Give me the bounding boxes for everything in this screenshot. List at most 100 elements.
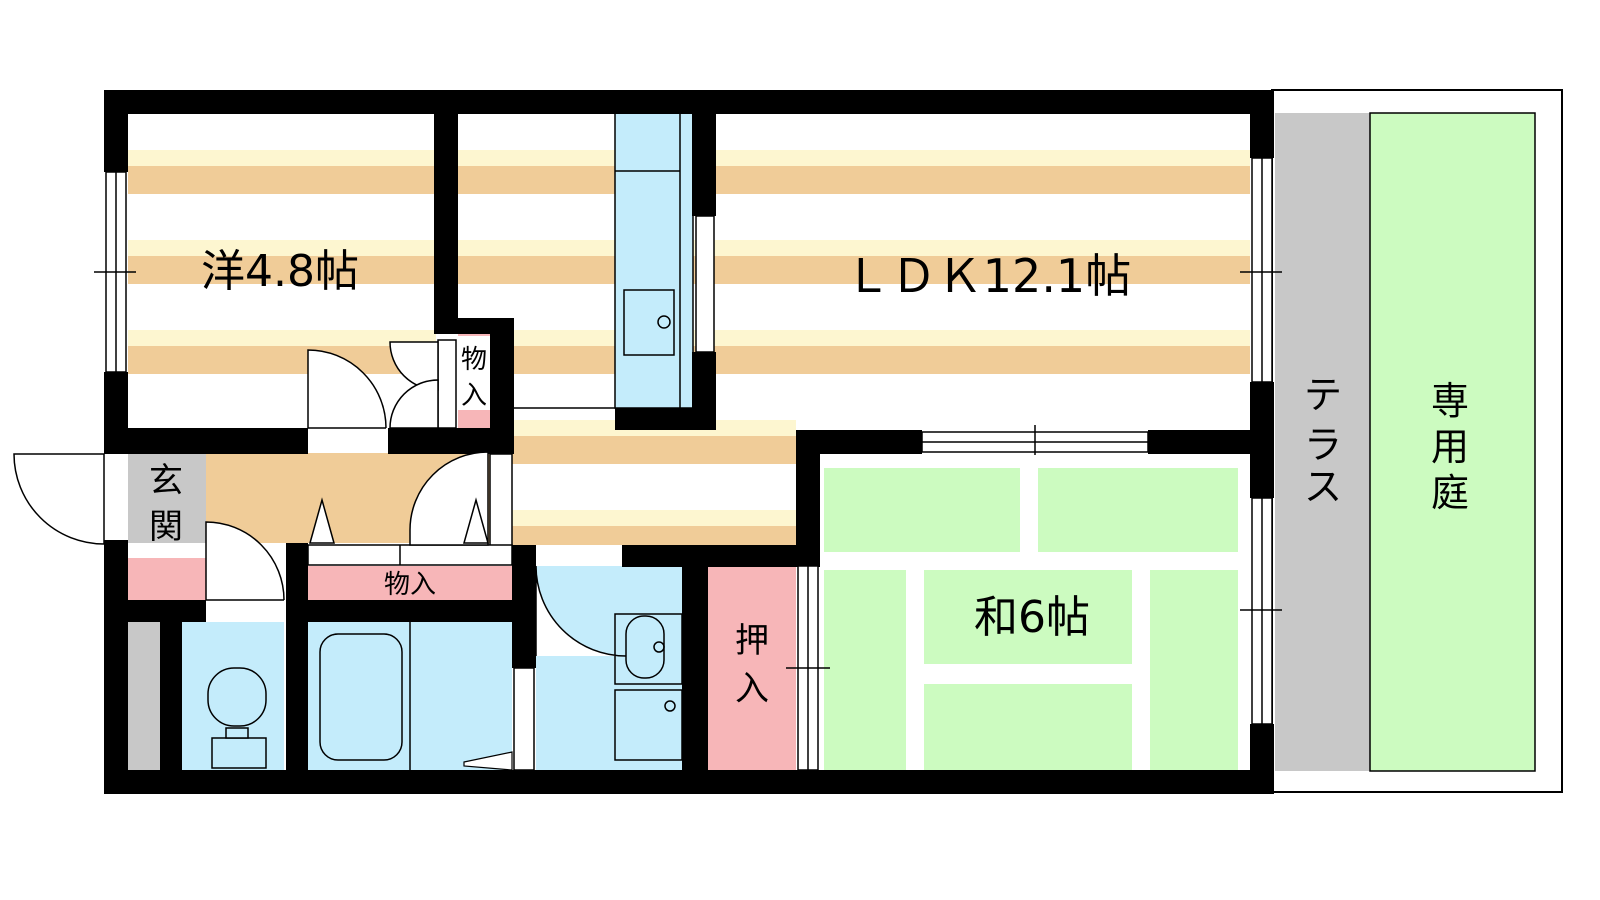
- wood-stripe: [128, 166, 436, 194]
- wall-western-ldk: [434, 90, 458, 318]
- shoe-cabinet: [128, 558, 206, 600]
- wood-stripe: [128, 194, 436, 240]
- wall-right: [1250, 382, 1274, 498]
- step-marker-icon: [463, 497, 489, 544]
- terrace-label-3: ス: [1304, 465, 1342, 509]
- genkan-label-2: 関: [149, 507, 183, 547]
- terrace: [1275, 113, 1370, 771]
- wall-wash-left: [512, 545, 536, 668]
- tatami-mat: [924, 570, 1132, 664]
- wall-toilet-top: [128, 600, 206, 622]
- wall-bath-top: [286, 543, 308, 557]
- oshiire: [708, 566, 796, 770]
- wall-toilet-left: [160, 600, 182, 773]
- wood-stripe: [128, 330, 436, 346]
- wall-right: [1250, 90, 1274, 158]
- wood-stripe: [458, 330, 1250, 346]
- tatami-mat: [1150, 570, 1238, 770]
- wood-stripe: [128, 284, 436, 330]
- storage-top-door: [437, 339, 457, 429]
- wood-stripe: [458, 256, 1250, 284]
- tatami-mat: [1038, 468, 1238, 552]
- storage-sliding: [307, 544, 513, 566]
- genkan-label-1: 玄: [149, 461, 183, 501]
- wall-kitchen: [692, 90, 716, 216]
- japanese-room-label: 和6帖: [974, 592, 1090, 643]
- terrace-label-2: ラ: [1304, 423, 1342, 467]
- tatami-mat: [824, 468, 1020, 552]
- storage-top-area: [458, 318, 490, 428]
- toilet-bowl: [207, 667, 267, 727]
- storage-top-label-2: 入: [461, 381, 487, 411]
- garden-label-3: 庭: [1431, 471, 1469, 515]
- wall-right: [1250, 724, 1274, 794]
- wall-left: [104, 90, 128, 172]
- wood-stripe: [128, 256, 436, 284]
- toilet-icon: [207, 667, 267, 769]
- wall-western-bottom: [388, 428, 514, 454]
- wall-top: [104, 90, 1274, 114]
- wall-washitsu-top: [1148, 430, 1250, 454]
- tatami-room: [820, 453, 1250, 770]
- walls: [104, 90, 1274, 794]
- wall-left: [104, 540, 128, 794]
- wash-door-icon: [535, 565, 627, 657]
- washbasin-icon: [614, 613, 683, 761]
- entrance-door-icon: [13, 453, 105, 545]
- private-garden: [1369, 112, 1536, 772]
- wood-stripe: [512, 510, 796, 526]
- washing-machine-icon: [614, 689, 683, 761]
- wall-bath-top: [308, 600, 536, 622]
- storage-door-icon: [389, 379, 439, 429]
- wood-stripe: [128, 150, 436, 166]
- wood-stripe: [128, 240, 436, 256]
- bathtub-icon: [319, 622, 513, 771]
- window-kitchen: [695, 215, 715, 353]
- toilet-tank: [211, 737, 267, 769]
- genkan-tile: [128, 453, 206, 543]
- basin: [625, 615, 665, 679]
- storage-top-cap: [458, 410, 490, 428]
- garden-label-1: 専: [1431, 379, 1469, 423]
- wall-western-bottom: [104, 428, 308, 454]
- storage-mid: [308, 566, 512, 600]
- doors: [13, 341, 627, 657]
- counter-top: [614, 112, 694, 409]
- wall-washitsu-left: [796, 430, 820, 566]
- storage-top-label-1: 物: [461, 345, 487, 375]
- bathtub: [319, 633, 403, 761]
- western-room-floor: [128, 113, 436, 431]
- hall-door-icon: [409, 451, 489, 546]
- western-door-icon: [307, 349, 387, 429]
- wall-wash-top: [622, 545, 820, 567]
- tatami-mat: [824, 570, 906, 770]
- toilet-neck: [225, 727, 249, 739]
- washer-drain-icon: [664, 700, 676, 712]
- oshiire-label-1: 押: [735, 621, 769, 661]
- windows: [94, 157, 1282, 725]
- wall-kitchen-bottom: [615, 408, 716, 430]
- wood-stripe: [128, 346, 436, 374]
- wood-stripe: [458, 346, 1250, 374]
- wall-oshiire-left: [682, 545, 708, 773]
- toilet-door-icon: [205, 521, 285, 601]
- wood-stripe: [458, 166, 1250, 194]
- kitchen-counter: [512, 112, 694, 409]
- ldk-label: ＬＤＫ12.1帖: [845, 249, 1131, 303]
- sink-drain-icon: [657, 315, 671, 329]
- wall-bottom: [104, 770, 1274, 794]
- basin-drain-icon: [653, 641, 665, 653]
- wood-stripe: [128, 113, 436, 150]
- sliding-hall: [489, 453, 513, 547]
- step-marker-icon: [309, 497, 335, 544]
- garden-label-2: 用: [1431, 425, 1469, 469]
- wall-bath-left: [286, 543, 308, 773]
- western-room-label: 洋4.8帖: [201, 246, 359, 297]
- oshiire-label-2: 入: [735, 669, 769, 709]
- terrace-label-1: テ: [1304, 373, 1342, 417]
- wood-stripe: [512, 526, 796, 545]
- wood-stripe: [458, 150, 1250, 166]
- tatami-mat: [924, 684, 1132, 770]
- wood-stripe: [512, 436, 796, 464]
